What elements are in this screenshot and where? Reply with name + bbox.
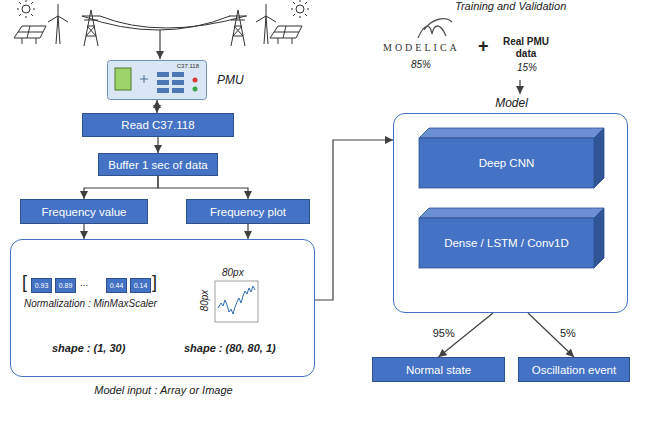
pmu-button: [172, 72, 184, 77]
dimension: 80px: [199, 290, 210, 312]
bracket: ]: [152, 272, 157, 293]
model-block: Deep CNN: [419, 138, 594, 188]
logo-text: MODELICA: [383, 42, 460, 53]
process-box: Read C37.118: [82, 113, 234, 137]
pmu-button: [172, 88, 184, 93]
process-box: Buffer 1 sec of data: [98, 153, 218, 176]
model-region: Deep CNNDense / LSTM / Conv1DModel: [393, 113, 628, 313]
box-label: Frequency value: [41, 206, 126, 218]
box-label: Deep CNN: [479, 157, 535, 169]
connector: [157, 137, 158, 153]
section-title: Training and Validation: [455, 0, 566, 12]
cube-side: [594, 208, 604, 268]
dimension: 80px: [222, 267, 244, 278]
cube-top: [419, 128, 604, 138]
cube-front: [419, 138, 594, 188]
pmu-led: [193, 87, 198, 92]
data-source: Real PMU data: [498, 36, 554, 60]
model-block: Dense / LSTM / Conv1D: [419, 218, 594, 268]
array-cell: 0.93: [31, 278, 52, 293]
cube-side: [594, 128, 604, 188]
output-box: Normal state: [372, 357, 505, 382]
heading: Model input : Array or Image: [11, 384, 316, 396]
connector: [83, 224, 84, 239]
pmu-button: [157, 72, 169, 77]
array-cell: 0.44: [106, 278, 127, 293]
plot-frame: [215, 281, 258, 322]
ellipsis: ...: [80, 277, 88, 288]
box-label: Normal state: [406, 364, 471, 376]
pmu-button: [157, 80, 169, 85]
modelica-logo: [418, 19, 452, 38]
pmu-led: [193, 78, 198, 83]
pmu-button: [172, 80, 184, 85]
shape-label: shape : (80, 80, 1): [184, 342, 276, 354]
cube-top: [419, 208, 604, 218]
box-label: Frequency plot: [210, 206, 286, 218]
connector: [84, 176, 158, 199]
heading: Model: [394, 96, 629, 110]
connector: [247, 224, 248, 239]
pmu-dpad: [140, 75, 148, 83]
edge-label: 5%: [559, 327, 577, 339]
process-box: Frequency value: [20, 199, 148, 224]
bracket: [: [22, 272, 27, 293]
box-label: 0.44: [110, 282, 124, 289]
array-cell: 0.14: [130, 278, 151, 293]
connector: [315, 140, 393, 300]
edge-label: 95%: [432, 327, 456, 339]
plus-sign: +: [478, 36, 489, 57]
pmu-case: [108, 61, 207, 100]
box-label: Oscillation event: [532, 364, 616, 376]
pmu-button: [157, 88, 169, 93]
box-label: 0.89: [59, 282, 73, 289]
cube-front: [419, 218, 594, 268]
box-label: 0.93: [35, 282, 49, 289]
heading: C37.118: [177, 63, 199, 69]
array-cell: 0.89: [55, 278, 76, 293]
note: Normalization : MinMaxScaler: [24, 298, 157, 309]
power-grid-illustration: [14, 0, 309, 46]
box-label: 0.14: [134, 282, 148, 289]
heading: PMU: [217, 73, 244, 87]
grid-feed-line: [159, 30, 160, 59]
box-label: Read C37.118: [121, 119, 194, 131]
percentage: 85%: [411, 59, 431, 70]
connector: [158, 176, 248, 199]
box-label: Buffer 1 sec of data: [108, 159, 208, 171]
box-label: Dense / LSTM / Conv1D: [444, 237, 569, 249]
training-arrow: [519, 80, 520, 94]
plot-curve: [218, 286, 255, 314]
pmu-screen: [115, 68, 131, 90]
percentage: 15%: [517, 62, 537, 73]
output-box: Oscillation event: [518, 357, 630, 382]
shape-label: shape : (1, 30): [52, 342, 125, 354]
connector: [156, 100, 157, 113]
pmu-device: C37.118PMU: [107, 60, 207, 100]
process-box: Frequency plot: [186, 199, 310, 224]
